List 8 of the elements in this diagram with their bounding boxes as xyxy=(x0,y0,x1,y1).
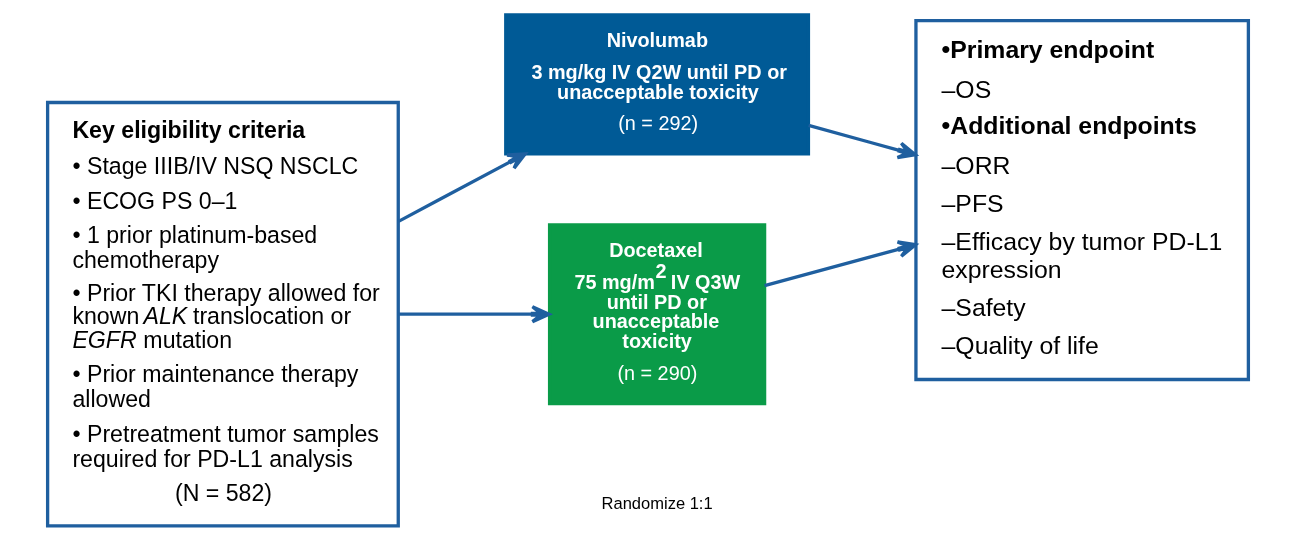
label: Randomize 1:1 xyxy=(601,493,713,513)
node-box: Nivolumab 3 mg/kg IV Q2W until PD or unacceptable toxicity (n = 292) xyxy=(504,13,811,156)
arrow xyxy=(397,152,527,223)
node-box: •Primary endpoint –OS •Additional endpoints –ORR –PFS –Efficacy by tumor PD-L1 expression –Safety –Quality of life xyxy=(914,18,1251,382)
arrow xyxy=(398,305,551,324)
arrow xyxy=(808,123,917,160)
arrow xyxy=(764,240,918,288)
node-box: Key eligibility criteria • Stage IIIB/IV NSQ NSCLC • ECOG PS 0–1 • 1 prior platinum-based chemotherapy • Prior TKI therapy allowed for known ALK translocation or EGFR mutation • Prior maintenance therapy allowed • Pretreatment tumor samples required for PD-L1 analysis (N = 582) xyxy=(45,100,400,528)
